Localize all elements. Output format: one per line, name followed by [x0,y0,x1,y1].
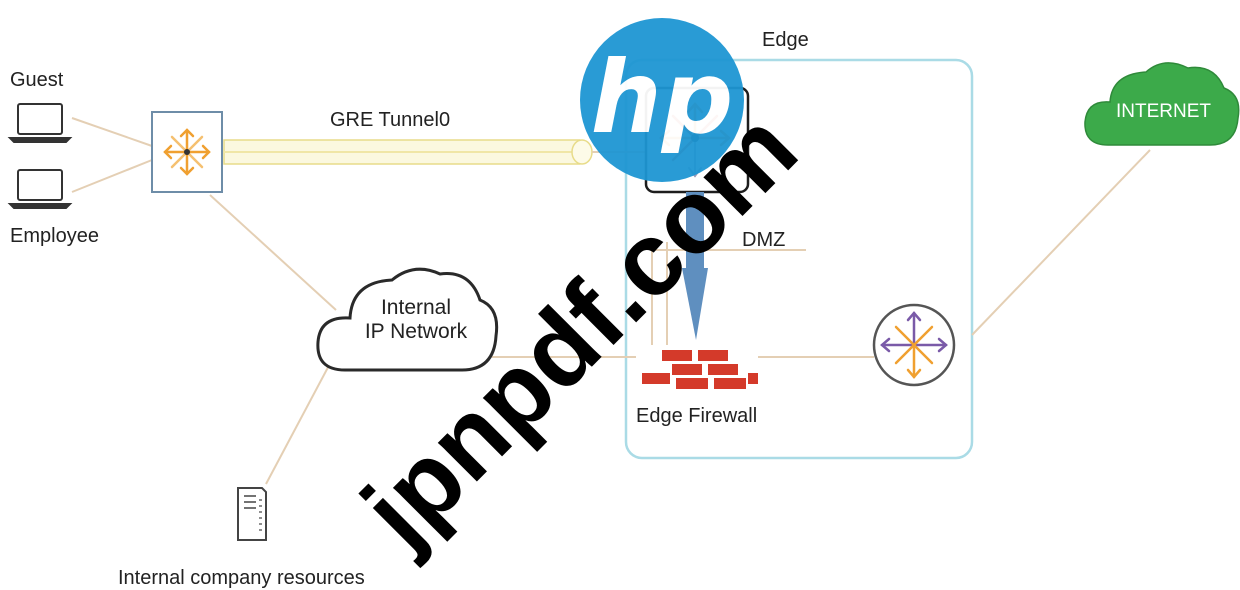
server-icon [237,487,267,541]
link-router-internet [971,149,1151,336]
internal-network-label-line2: IP Network [364,320,468,343]
internal-resources-label: Internal company resources [118,567,365,589]
dmz-label: DMZ [742,229,786,251]
internal-network-cloud-icon [316,267,499,372]
guest-laptop-icon [7,103,73,143]
edge-firewall-icon [642,350,758,389]
link-employee-switch [71,159,153,193]
internet-label: INTERNET [1116,101,1211,122]
traffic-arrow [682,192,708,340]
hp-logo-text: hp [591,39,734,156]
gre-tunnel [223,139,650,165]
hp-logo-watermark: hp [580,18,744,182]
link-guest-switch [71,117,153,147]
edge-region-box [624,58,974,460]
gre-tunnel-label: GRE Tunnel0 [330,109,451,131]
employee-label: Employee [10,225,99,247]
edge-router-icon [872,303,956,387]
guest-label: Guest [10,69,64,91]
access-switch-icon [151,111,223,193]
internal-network-label: Internal IP Network [346,296,486,344]
link-cloud-resources [265,355,335,485]
edge-firewall-label: Edge Firewall [636,405,758,427]
internal-network-label-line1: Internal [380,296,452,319]
connection-lines [71,117,1151,485]
internet-cloud-icon [1084,62,1240,146]
edge-label: Edge [762,29,809,51]
link-switch-cloud [209,194,337,311]
employee-laptop-icon [7,169,73,209]
